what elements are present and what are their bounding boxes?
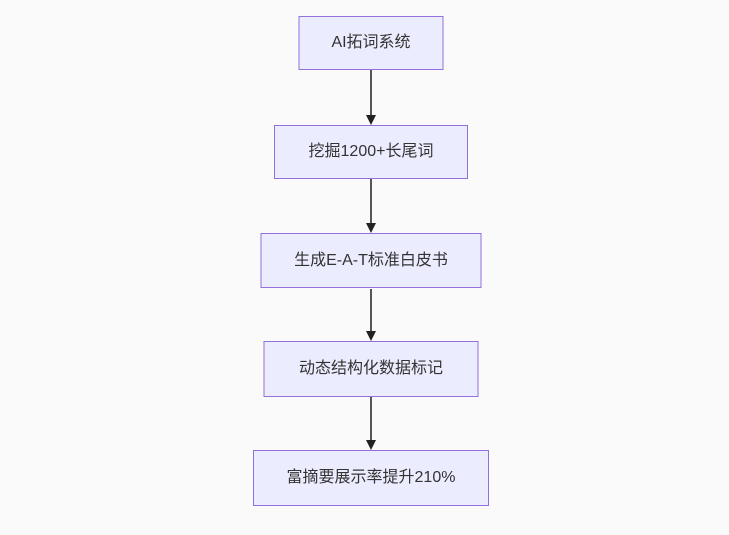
flow-node-eat-whitepaper: 生成E-A-T标准白皮书 [260,233,482,288]
edge-line [370,289,372,331]
edge-line [370,70,372,115]
flow-node-rich-snippet-rate: 富摘要展示率提升210% [253,450,489,506]
flow-node-label: 生成E-A-T标准白皮书 [294,251,448,269]
flow-node-structured-data-markup: 动态结构化数据标记 [263,341,479,397]
arrow-down-icon [366,223,376,233]
arrow-down-icon [366,331,376,341]
edge-line [370,179,372,223]
edge-line [370,397,372,440]
flow-edge-4 [366,397,376,450]
flow-node-label: AI拓词系统 [331,34,411,51]
flow-node-label: 富摘要展示率提升210% [286,469,456,486]
flow-edge-1 [366,70,376,125]
arrow-down-icon [366,440,376,450]
flow-edge-3 [366,289,376,341]
arrow-down-icon [366,115,376,125]
flow-node-ai-keyword-system: AI拓词系统 [298,16,444,70]
flow-node-longtail-mining: 挖掘1200+长尾词 [274,125,468,179]
flow-node-label: 挖掘1200+长尾词 [308,143,434,160]
flow-node-label: 动态结构化数据标记 [298,360,443,377]
flow-edge-2 [366,179,376,233]
